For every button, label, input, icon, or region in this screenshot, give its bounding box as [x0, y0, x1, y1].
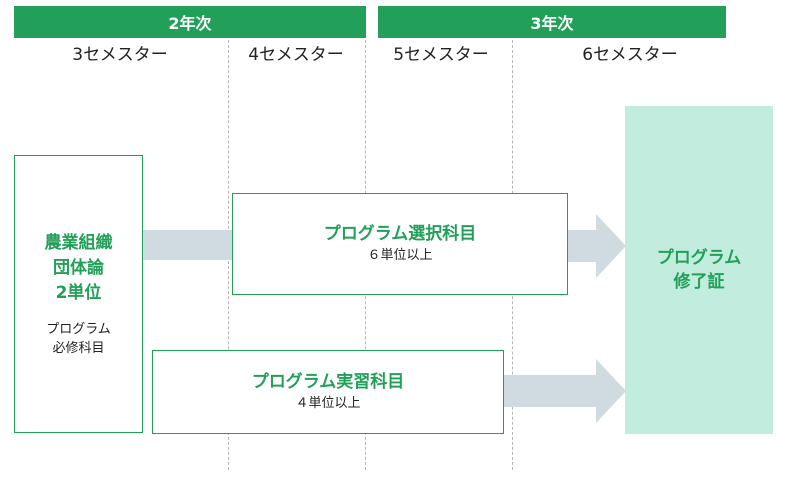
semester-5: 5セメスター [393, 45, 489, 65]
flow-arrow-practice-shaft [502, 375, 598, 407]
certificate-box: プログラム 修了証 [625, 106, 773, 434]
year-bar-2nd: 2年次 [14, 6, 366, 38]
elective-title: プログラム選択科目 [323, 224, 477, 244]
flow-arrow-elective-head [596, 214, 626, 278]
year-label-3rd: 3年次 [530, 14, 574, 33]
year-bar-3rd: 3年次 [378, 6, 726, 38]
required-title-line3: 2単位 [55, 282, 102, 303]
practice-title: プログラム実習科目 [251, 372, 405, 392]
practice-course-box: プログラム実習科目 ４単位以上 [152, 350, 504, 434]
flow-bar-required-to-elective [142, 230, 234, 260]
certificate-line1: プログラム [656, 248, 742, 268]
required-title-line2: 団体論 [53, 257, 104, 278]
required-title-line1: 農業組織 [44, 232, 113, 253]
flow-arrow-elective-shaft [566, 230, 598, 262]
required-course-box: 農業組織 団体論 2単位 プログラム 必修科目 [14, 155, 143, 433]
elective-course-box: プログラム選択科目 ６単位以上 [232, 193, 568, 295]
semester-3: 3セメスター [72, 45, 168, 65]
practice-credits: ４単位以上 [295, 396, 361, 411]
semester-4: 4セメスター [248, 45, 344, 65]
certificate-line2: 修了証 [673, 272, 725, 292]
elective-credits: ６単位以上 [367, 248, 433, 263]
required-caption-line1: プログラム [46, 321, 111, 337]
year-label-2nd: 2年次 [168, 14, 212, 33]
semester-6: 6セメスター [582, 45, 678, 65]
flow-arrow-practice-head [596, 359, 626, 423]
required-caption-line2: 必修科目 [52, 340, 105, 356]
